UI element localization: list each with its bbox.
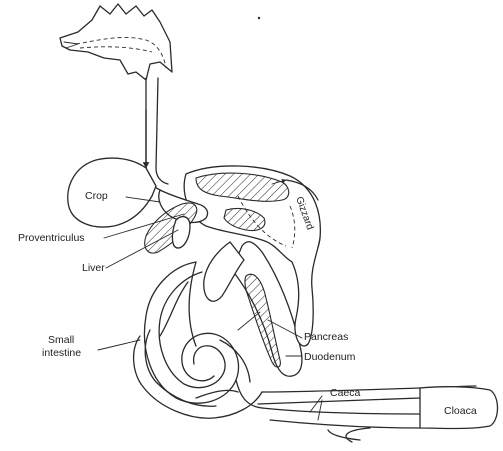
label-duodenum: Duodenum <box>304 351 356 363</box>
label-proventriculus: Proventriculus <box>18 232 85 244</box>
label-crop: Crop <box>85 190 108 202</box>
label-liver: Liver <box>82 262 105 274</box>
label-caeca: Caeca <box>330 387 361 399</box>
crop <box>68 158 156 227</box>
head <box>60 4 172 80</box>
label-pancreas: Pancreas <box>304 331 348 343</box>
label-small-intestine-line1: Small <box>48 334 74 346</box>
speck <box>258 17 260 19</box>
label-small-intestine-line2: intestine <box>42 347 81 359</box>
liver <box>145 203 197 253</box>
label-cloaca: Cloaca <box>444 405 477 417</box>
